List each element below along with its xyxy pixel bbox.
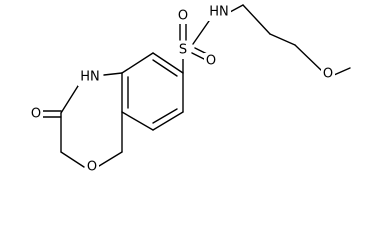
- bond-ring-c8a-c4a: [121, 111, 154, 131]
- bond-nh-c1: [229, 4, 244, 13]
- atom-label-o-sulfonyl-bottom: O: [206, 54, 216, 69]
- bond-ring-c6-c5: [121, 52, 154, 74]
- bond-s-nh: [192, 20, 210, 45]
- bond-c2-o-ring: [60, 151, 85, 168]
- bond-c1-c2: [242, 4, 271, 35]
- bond-c3-o: [294, 44, 323, 72]
- atom-label-o-carbonyl: O: [31, 107, 41, 122]
- bond-c4a-nh: [103, 72, 123, 76]
- bond-s-o-right-a: [191, 52, 205, 60]
- bond-ring-c8-c8a: [152, 111, 184, 131]
- bond-ring-inner-c6-c7: [152, 59, 178, 77]
- atom-label-o-ring: O: [87, 160, 97, 175]
- atom-label-nh-ring: HN: [80, 70, 100, 85]
- atom-label-nh-sulfonamide: HN: [209, 5, 229, 20]
- atom-label-o-methoxy: O: [323, 67, 333, 82]
- bond-ring-c6-c7: [152, 52, 184, 74]
- bond-o-ch3: [333, 67, 351, 76]
- atom-label-o-sulfonyl-top: O: [178, 9, 188, 24]
- bond-nh-c3: [60, 85, 79, 114]
- bond-ring-inner-c8-c8a: [152, 108, 178, 124]
- bond-o-ring-c8a: [98, 151, 123, 167]
- atom-label-sulfur: S: [179, 43, 187, 58]
- chemical-structure-diagram: HN S O O O HN O O: [29, 3, 351, 175]
- atom-labels: HN S O O O HN O O: [29, 3, 335, 175]
- bond-c2-c3: [269, 33, 296, 46]
